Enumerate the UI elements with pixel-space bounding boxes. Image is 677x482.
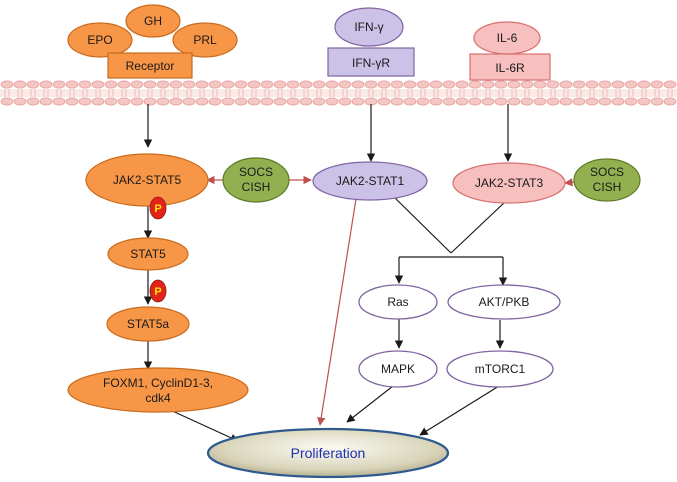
arrow-mapk-to-proliferation xyxy=(346,385,394,423)
svg-text:AKT/PKB: AKT/PKB xyxy=(479,295,530,309)
il6-receptor-box: IL-6R xyxy=(469,53,551,81)
ras-node: Ras xyxy=(358,284,438,320)
svg-text:CISH: CISH xyxy=(242,180,271,194)
receptor-box: Receptor xyxy=(107,52,193,79)
svg-text:mTORC1: mTORC1 xyxy=(475,362,526,376)
stat5-node: STAT5 xyxy=(107,237,189,271)
arrow-foxm1-to-proliferation xyxy=(167,408,239,442)
cell-membrane xyxy=(0,80,677,106)
svg-text:IL-6R: IL-6R xyxy=(495,61,525,75)
svg-text:JAK2-STAT3: JAK2-STAT3 xyxy=(475,176,544,190)
mtorc1-node: mTORC1 xyxy=(446,350,554,388)
svg-text:EPO: EPO xyxy=(87,33,112,47)
proliferation-node: Proliferation xyxy=(206,427,450,479)
svg-text:P: P xyxy=(154,286,161,298)
akt-pkb-node: AKT/PKB xyxy=(447,284,561,320)
svg-text:STAT5: STAT5 xyxy=(130,247,166,261)
svg-text:JAK2-STAT5: JAK2-STAT5 xyxy=(113,173,182,187)
mapk-node: MAPK xyxy=(358,350,438,388)
svg-text:Receptor: Receptor xyxy=(126,59,175,73)
line-jak2-stat3-to-junction xyxy=(450,201,506,254)
svg-text:Ras: Ras xyxy=(387,295,408,309)
svg-text:IFN-γ: IFN-γ xyxy=(354,20,383,34)
svg-text:FOXM1, CyclinD1-3,: FOXM1, CyclinD1-3, xyxy=(103,376,213,390)
svg-text:PRL: PRL xyxy=(193,33,217,47)
jak2-stat5-node: JAK2-STAT5 xyxy=(85,153,209,207)
ifn-gamma-receptor-box: IFN-γR xyxy=(327,47,415,77)
svg-text:JAK2-STAT1: JAK2-STAT1 xyxy=(336,174,405,188)
stat5a-node: STAT5a xyxy=(106,306,190,342)
ifn-gamma-ligand: IFN-γ xyxy=(334,7,404,47)
arrow-mtorc1-to-proliferation xyxy=(419,385,500,436)
epo-ligand: EPO xyxy=(67,22,133,58)
foxm1-cyclind-cdk4-node: FOXM1, CyclinD1-3, cdk4 xyxy=(67,367,249,413)
svg-text:GH: GH xyxy=(144,14,162,28)
svg-text:Proliferation: Proliferation xyxy=(291,445,366,461)
il6-ligand: IL-6 xyxy=(473,21,541,55)
svg-text:CISH: CISH xyxy=(593,180,622,194)
arrow-jak2-stat1-to-proliferation xyxy=(317,198,357,426)
pathway-arrows xyxy=(143,104,513,442)
svg-text:SOCS: SOCS xyxy=(239,165,273,179)
svg-text:cdk4: cdk4 xyxy=(145,391,171,405)
arrow-socs-to-jak2-stat3 xyxy=(564,178,576,187)
jak2-stat3-node: JAK2-STAT3 xyxy=(452,162,566,204)
phosphorylation-marker-1: P xyxy=(149,196,167,220)
socs-cish-right-node: SOCS CISH xyxy=(573,158,641,202)
line-jak2-stat1-to-junction xyxy=(393,196,452,254)
jak2-stat1-node: JAK2-STAT1 xyxy=(312,161,428,201)
svg-text:IL-6: IL-6 xyxy=(497,31,518,45)
svg-text:IFN-γR: IFN-γR xyxy=(352,56,390,70)
svg-text:SOCS: SOCS xyxy=(590,165,624,179)
gh-ligand: GH xyxy=(125,4,181,38)
prl-ligand: PRL xyxy=(172,22,238,58)
svg-text:P: P xyxy=(154,203,161,215)
inhibition-arrows xyxy=(206,175,576,426)
svg-text:STAT5a: STAT5a xyxy=(127,317,170,331)
socs-cish-left-node: SOCS CISH xyxy=(222,157,290,203)
phosphorylation-marker-2: P xyxy=(149,279,167,303)
svg-text:MAPK: MAPK xyxy=(381,362,415,376)
